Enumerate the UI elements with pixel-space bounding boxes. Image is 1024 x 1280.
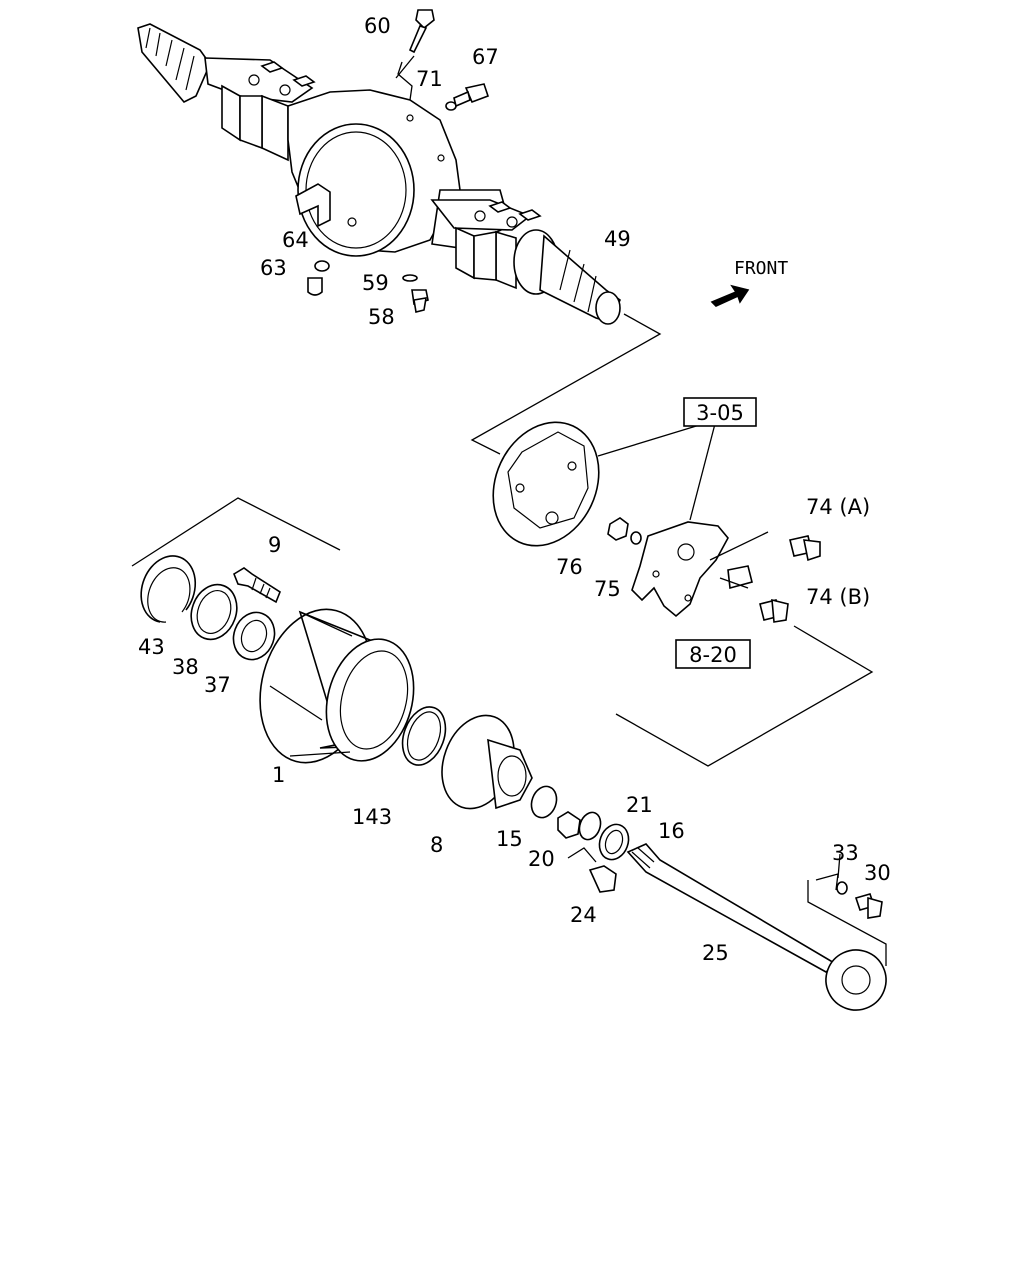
bolts-nuts-74-76	[607, 517, 821, 623]
axle-housing	[137, 23, 622, 325]
o-ring-143	[401, 706, 447, 766]
svg-text:3-05: 3-05	[696, 401, 744, 425]
callout-9: 9	[268, 533, 281, 557]
hub-8	[441, 714, 533, 810]
ref-box-8-20: 8-20	[675, 639, 751, 669]
axle-shaft-25	[626, 843, 887, 1011]
callout-20: 20	[528, 847, 555, 871]
callout-labels: 60 71 67 64 63 59 58 49 74 (A) 76 75 74 …	[138, 14, 891, 965]
front-arrow: FRONT	[710, 258, 788, 307]
callout-63: 63	[260, 256, 287, 280]
callout-75: 75	[594, 577, 621, 601]
callout-74a: 74 (A)	[806, 495, 870, 519]
callout-60: 60	[364, 14, 391, 38]
callout-49: 49	[604, 227, 631, 251]
callout-43: 43	[138, 635, 165, 659]
callout-33: 33	[832, 841, 859, 865]
callout-71: 71	[416, 67, 443, 91]
callout-64: 64	[282, 228, 309, 252]
fasteners-30-33	[836, 881, 883, 919]
bearing-37	[232, 611, 276, 661]
svg-text:8-20: 8-20	[689, 643, 737, 667]
snap-ring-43	[140, 555, 197, 623]
callout-143: 143	[352, 805, 392, 829]
callout-38: 38	[172, 655, 199, 679]
callout-30: 30	[864, 861, 891, 885]
callout-67: 67	[472, 45, 499, 69]
brake-anchor-bracket	[631, 521, 753, 618]
callout-37: 37	[204, 673, 231, 697]
housing-fasteners	[307, 9, 490, 313]
brake-backing-plate	[492, 421, 600, 547]
callout-59: 59	[362, 271, 389, 295]
brake-drum-1	[259, 608, 415, 764]
hub-bolt-9	[233, 567, 281, 604]
small-hub-parts	[530, 785, 630, 893]
callout-58: 58	[368, 305, 395, 329]
leader-lines	[131, 55, 887, 966]
oil-seal-38	[190, 583, 238, 641]
ref-box-3-05: 3-05	[683, 397, 757, 427]
callout-15: 15	[496, 827, 523, 851]
callout-24: 24	[570, 903, 597, 927]
callout-76: 76	[556, 555, 583, 579]
front-label: FRONT	[734, 258, 788, 279]
callout-21: 21	[626, 793, 653, 817]
callout-1: 1	[272, 763, 285, 787]
callout-8: 8	[430, 833, 443, 857]
callout-25: 25	[702, 941, 729, 965]
callout-74b: 74 (B)	[806, 585, 870, 609]
callout-16: 16	[658, 819, 685, 843]
